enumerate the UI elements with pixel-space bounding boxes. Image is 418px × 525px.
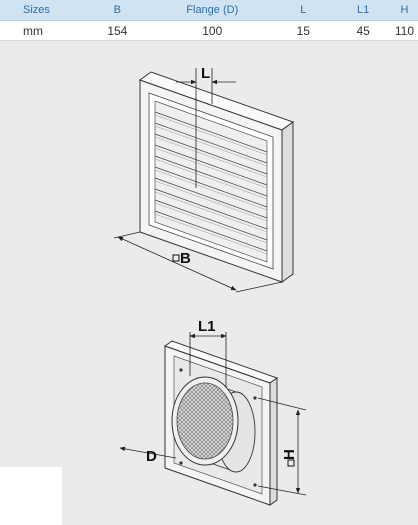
- table-header-row: Sizes B Flange (D) L L1 H: [0, 0, 418, 21]
- header-l1: L1: [335, 0, 391, 21]
- dimension-l: L: [176, 65, 236, 188]
- blank-panel: [0, 467, 62, 525]
- header-flange: Flange (D): [153, 0, 272, 21]
- cell-l: 15: [271, 20, 336, 41]
- header-h: H: [390, 0, 418, 21]
- flange-grille-view: [163, 340, 279, 506]
- dimension-b: B: [113, 231, 283, 293]
- label-b: B: [180, 250, 191, 267]
- cell-h: 110: [390, 20, 418, 41]
- dimension-l1: L1: [189, 318, 227, 388]
- label-d: D: [146, 448, 157, 465]
- table-row: mm 154 100 15 45 110: [0, 20, 418, 41]
- cell-flange: 100: [153, 20, 272, 41]
- header-b: B: [81, 0, 154, 21]
- header-sizes: Sizes: [0, 0, 82, 21]
- label-l: L: [201, 65, 210, 82]
- cell-unit: mm: [0, 20, 82, 41]
- label-l1: L1: [198, 318, 216, 335]
- cell-l1: 45: [335, 20, 391, 41]
- cell-b: 154: [81, 20, 154, 41]
- grille-front-view: [138, 71, 295, 283]
- dimension-h: H: [257, 397, 307, 496]
- header-l: L: [271, 0, 336, 21]
- louvre-slats: [154, 111, 268, 252]
- sizes-table: Sizes B Flange (D) L L1 H mm 154 100 15 …: [0, 0, 418, 41]
- dimension-d: D: [119, 446, 177, 465]
- label-h: H: [281, 449, 298, 460]
